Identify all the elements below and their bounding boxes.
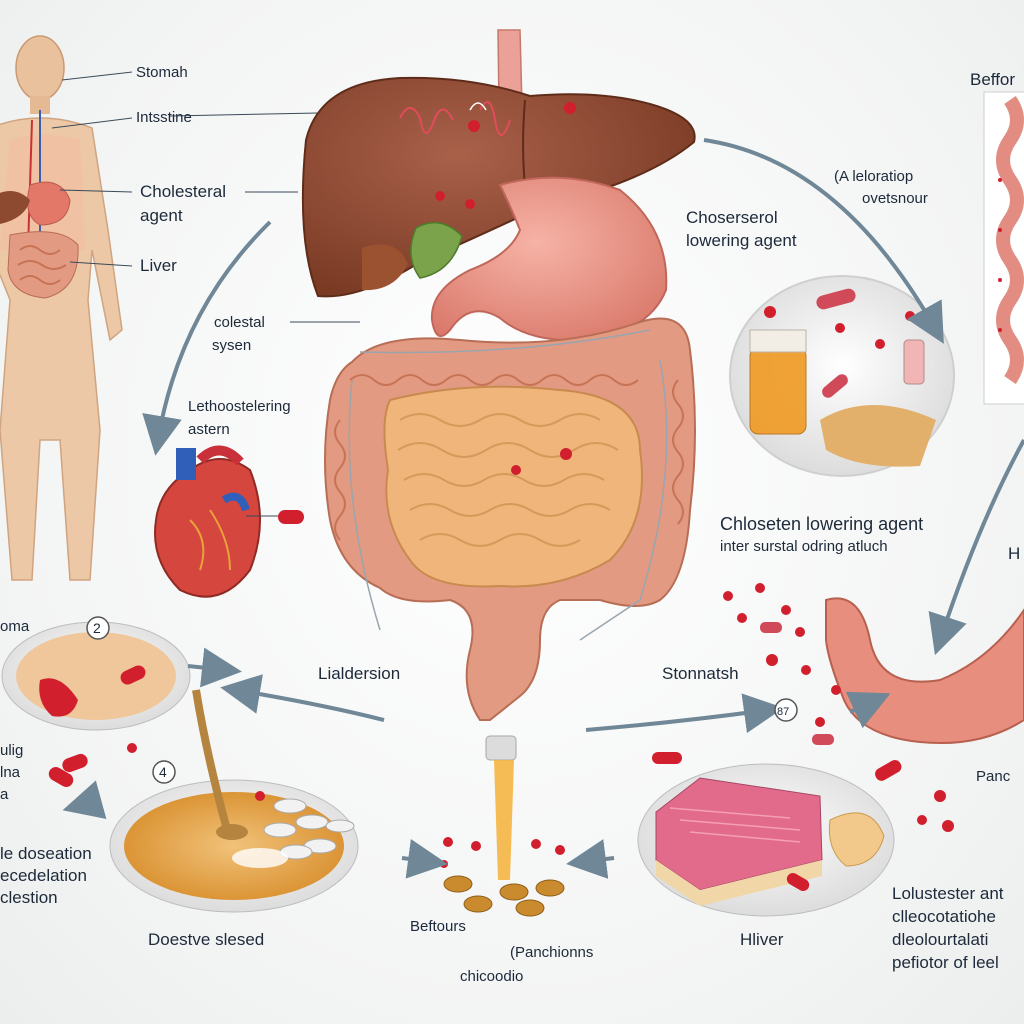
label-lethoostelering: Lethoostelering [188, 398, 291, 415]
label-astern: astern [188, 421, 230, 438]
label-body-stomach: Stomah [136, 64, 188, 81]
left-bowl [109, 689, 359, 913]
label-colestal-sysen: sysen [212, 337, 252, 354]
label-lolustester: Lolustester ant [892, 884, 1004, 903]
label-lowering-agent: lowering agent [686, 231, 797, 250]
label-body-liver: Liver [140, 256, 177, 275]
label-panchionns: (Panchionns [510, 944, 594, 961]
liver-organ [301, 76, 696, 298]
label-colestal: colestal [214, 314, 265, 331]
label-inter-surstal: inter surstal odring atluch [720, 538, 888, 555]
label-bowl: Doestve slesed [148, 930, 265, 949]
label-h: H [1008, 544, 1021, 563]
flow-arrows [62, 138, 1024, 879]
label-dleolourtalati: dleolourtalati [892, 930, 989, 949]
label-ovetsnour: ovetsnour [862, 190, 928, 207]
meat-plate [637, 763, 895, 917]
label-leloratiop: (A leloratiop [834, 168, 914, 185]
label-beffor: Beffor [970, 70, 1016, 89]
label-pefiotor: pefiotor of leel [892, 953, 999, 972]
left-plate [1, 621, 191, 731]
stomach-organ [430, 176, 668, 342]
heart-organ [154, 445, 304, 598]
label-clleocotatiohe: clleocotatiohe [892, 907, 996, 926]
step-markers [86, 616, 798, 784]
label-body-agent: agent [140, 206, 183, 225]
circle-87: 87 [777, 706, 790, 718]
label-panc: Panc [976, 768, 1011, 785]
circle-2: 2 [93, 620, 101, 636]
label-clestion: clestion [0, 888, 58, 907]
label-chloseten: Chloseten lowering agent [720, 514, 924, 534]
bottom-pellets [443, 875, 565, 917]
label-a: a [0, 786, 9, 803]
label-body-intestine: Intsstine [136, 109, 192, 126]
circle-4: 4 [159, 764, 167, 780]
right-intestine [825, 597, 1024, 745]
label-stonnatsh: Stonnatsh [662, 664, 739, 683]
label-lna: lna [0, 764, 21, 781]
label-hliver: Hliver [740, 930, 784, 949]
body-leader-lines [51, 71, 360, 323]
label-ecedelation: ecedelation [0, 866, 87, 885]
artery-strip [983, 91, 1024, 405]
label-doseation: le doseation [0, 844, 92, 863]
label-body-cholesteral: Cholesteral [140, 182, 226, 201]
lab-dish [729, 275, 955, 477]
label-chicoodio: chicoodio [460, 968, 524, 985]
human-body-figure [0, 35, 123, 581]
label-beftours: Beftours [410, 918, 466, 935]
label-choserserol: Choserserol [686, 208, 778, 227]
label-oma: oma [0, 618, 30, 635]
label-center: Lialdersion [318, 664, 401, 683]
small-intestine-organ [383, 385, 643, 588]
label-ulig: ulig [0, 742, 24, 759]
right-particles [652, 583, 954, 832]
